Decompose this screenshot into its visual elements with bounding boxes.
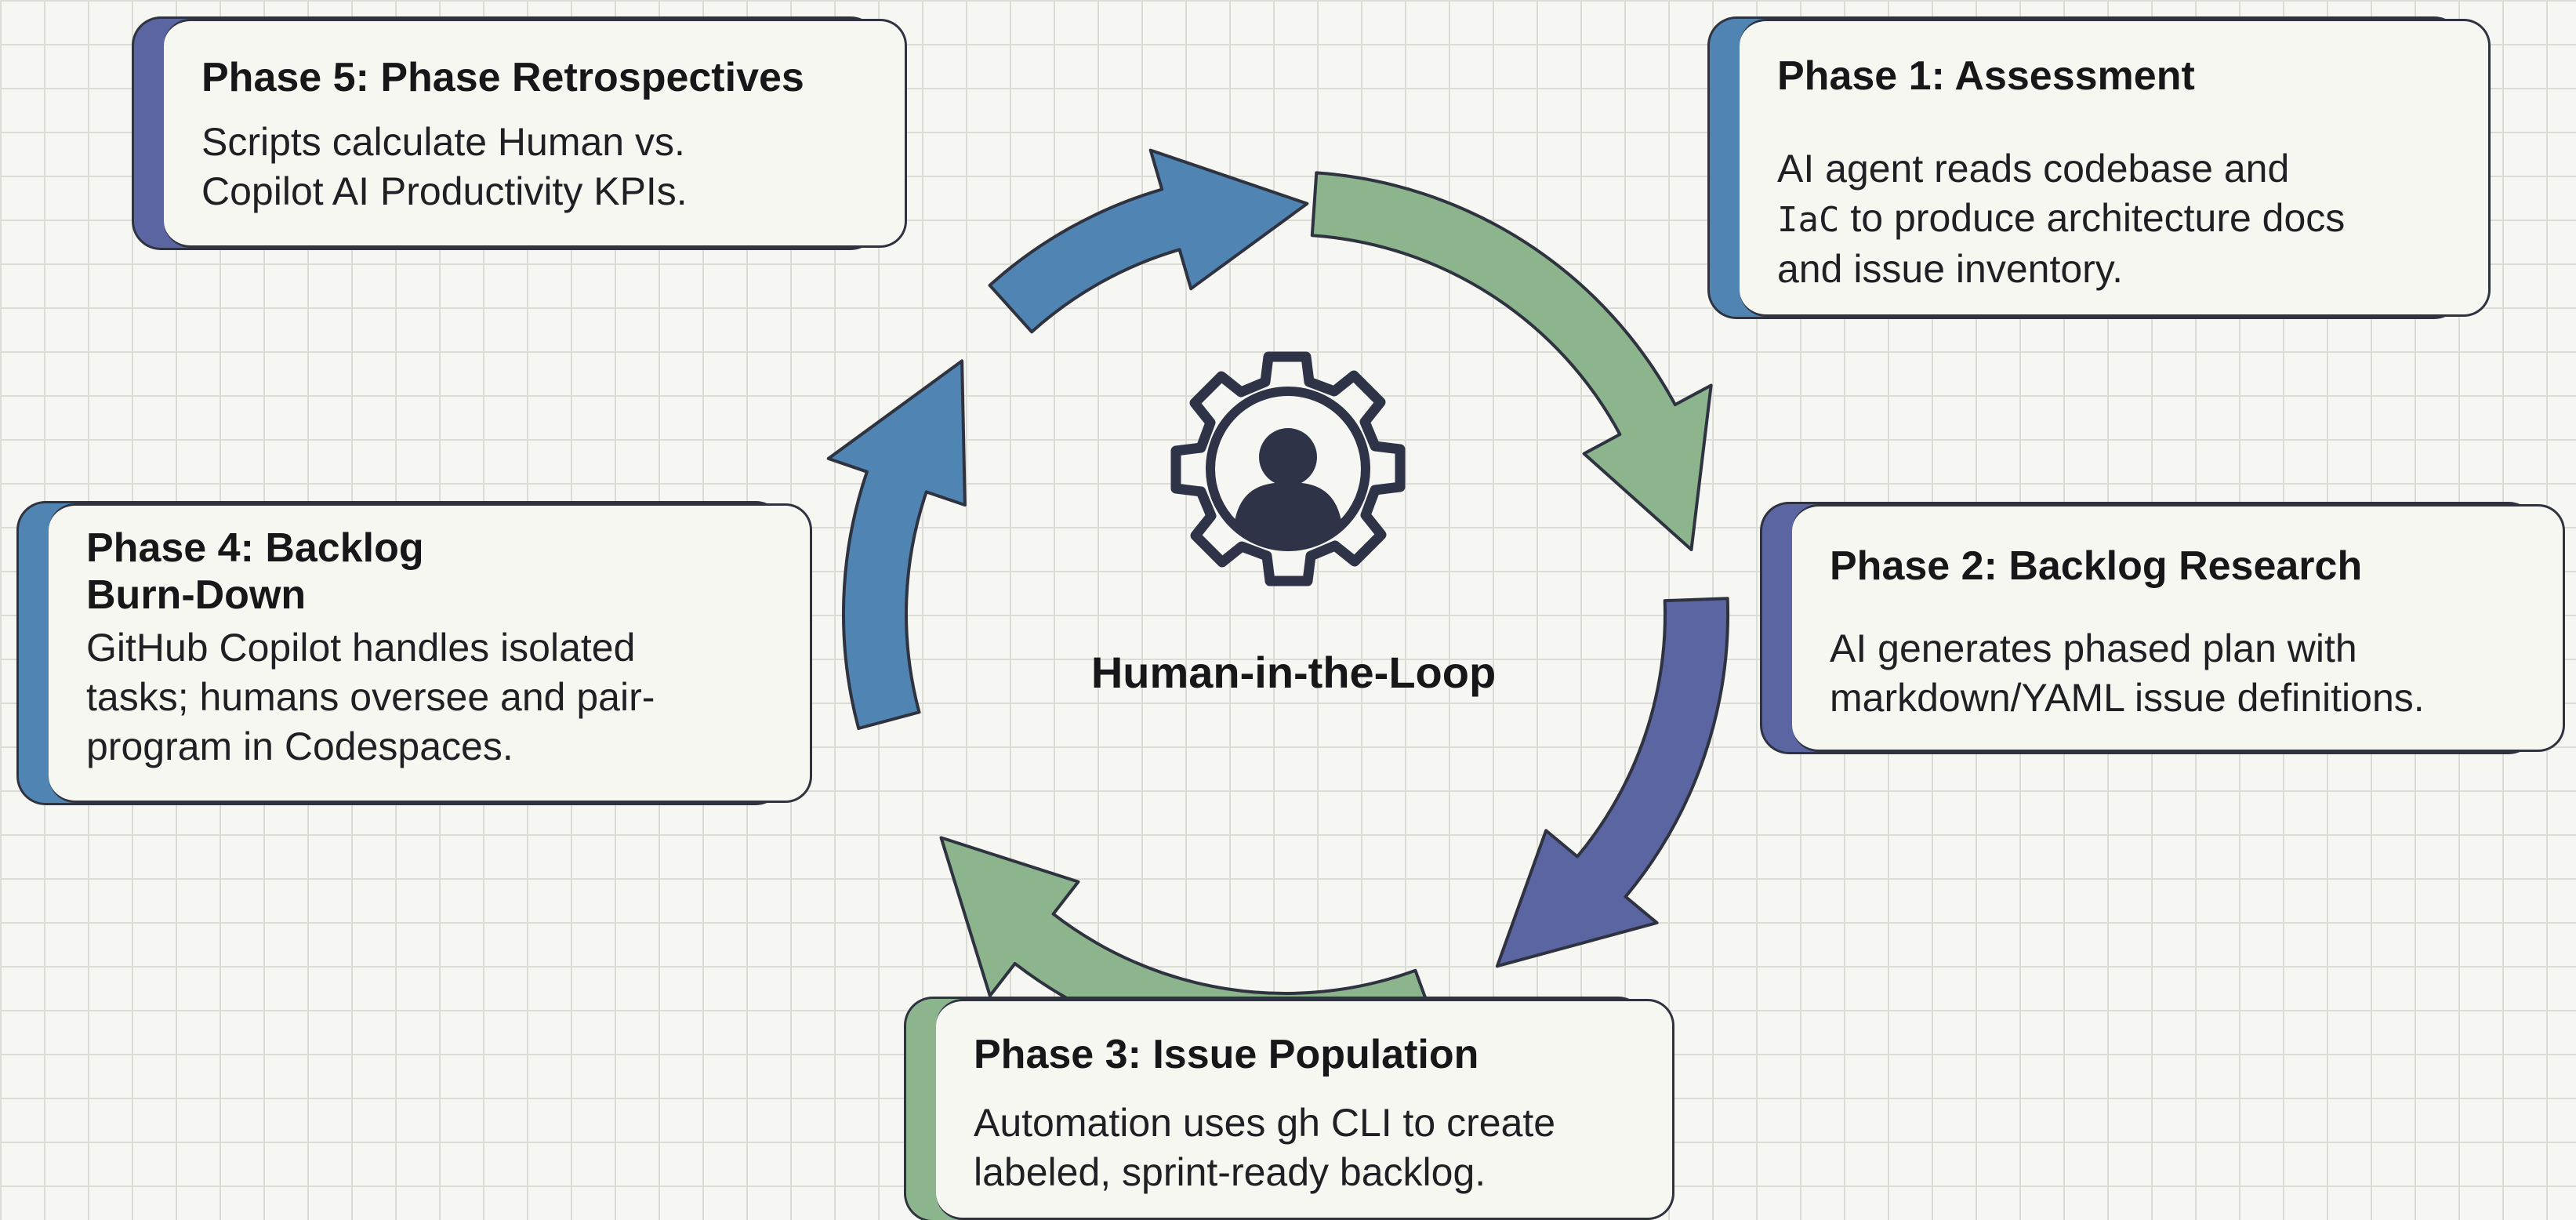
phase-3-description: Automation uses gh CLI to create labeled… [974, 1098, 1649, 1197]
phase-1-line-1: AI agent reads codebase and [1777, 147, 2290, 191]
phase-2-description: AI generates phased plan with markdown/Y… [1830, 624, 2539, 723]
phase-3-line-2: labeled, sprint-ready backlog. [974, 1150, 1486, 1194]
phase-5-card: Phase 5: Phase Retrospectives Scripts ca… [164, 19, 907, 248]
phase-1-line-2-text: to produce architecture docs [1850, 196, 2346, 240]
phase-1-description: AI agent reads codebase and IaC to produ… [1777, 144, 2465, 294]
phase-4-line-3: program in Codespaces. [86, 724, 513, 768]
phase-5-line-2: Copilot AI Productivity KPIs. [201, 169, 688, 213]
phase-2-card: Phase 2: Backlog Research AI generates p… [1792, 504, 2565, 752]
phase-4-title-line-2: Burn-Down [86, 572, 307, 618]
gear-with-person-icon [1170, 351, 1406, 586]
phase-3-line-1: Automation uses gh CLI to create [974, 1101, 1556, 1145]
phase-4-description: GitHub Copilot handles isolated tasks; h… [86, 623, 786, 772]
phase-1-title: Phase 1: Assessment [1777, 53, 2195, 99]
arrow-phase-4-to-5 [826, 359, 967, 730]
person-body [1234, 482, 1342, 546]
center-label: Human-in-the-Loop [1090, 648, 1497, 697]
phase-5-description: Scripts calculate Human vs. Copilot AI P… [201, 118, 881, 216]
phase-4-card: Phase 4: Backlog Burn-Down GitHub Copilo… [49, 503, 812, 803]
arrow-phase-1-to-2 [1310, 171, 1713, 551]
person-head [1259, 428, 1317, 486]
phase-1-inline-code: IaC [1777, 200, 1840, 240]
arrow-phase-2-to-3 [1495, 597, 1730, 968]
phase-2-line-2: markdown/YAML issue definitions. [1830, 676, 2425, 720]
phase-5-title: Phase 5: Phase Retrospectives [201, 55, 804, 100]
phase-4-line-2: tasks; humans oversee and pair- [86, 675, 655, 719]
cycle-arrows [826, 148, 1730, 1058]
phase-5-line-1: Scripts calculate Human vs. [201, 120, 685, 164]
phase-3-card: Phase 3: Issue Population Automation use… [936, 999, 1674, 1220]
phase-2-line-1: AI generates phased plan with [1830, 626, 2357, 670]
phase-4-title: Phase 4: Backlog Burn-Down [86, 525, 786, 619]
phase-4-line-1: GitHub Copilot handles isolated [86, 626, 636, 670]
arrow-phase-5-to-1 [988, 148, 1309, 334]
phase-2-title: Phase 2: Backlog Research [1830, 543, 2363, 589]
phase-1-line-2: IaC to produce architecture docs [1777, 194, 2465, 245]
phase-3-title: Phase 3: Issue Population [974, 1032, 1479, 1077]
phase-4-title-line-1: Phase 4: Backlog [86, 525, 424, 571]
phase-1-card: Phase 1: Assessment AI agent reads codeb… [1740, 19, 2491, 317]
phase-1-line-3: and issue inventory. [1777, 247, 2123, 291]
